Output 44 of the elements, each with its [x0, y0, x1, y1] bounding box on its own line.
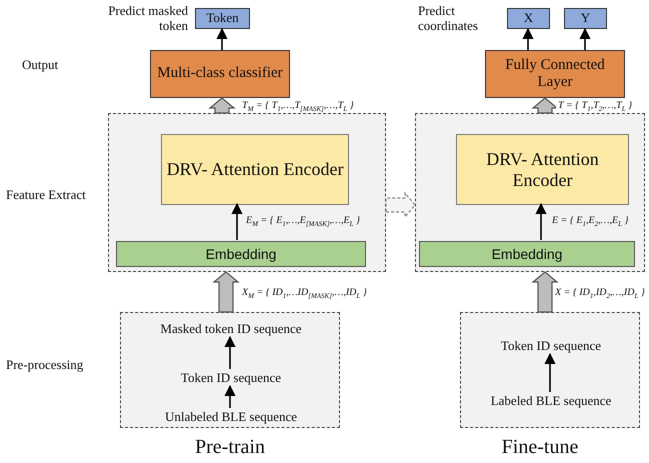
output-box: Y	[564, 8, 607, 29]
row-label: Output	[22, 58, 60, 73]
block-arrow	[212, 271, 240, 313]
embedding-box: Embedding	[116, 241, 366, 267]
caption-text: Predict coordinates	[418, 4, 479, 34]
stage-panel	[460, 312, 640, 428]
stage-title: Fine-tune	[500, 436, 580, 459]
stage-panel	[108, 113, 386, 272]
stage-panel	[415, 113, 645, 272]
row-label: Pre-processing	[6, 358, 84, 373]
sequence-text: Token ID sequence	[493, 338, 609, 355]
edge-label: E = { E$_{1}$,E$_{2}$,…,E$_{L}$ }	[550, 215, 630, 228]
embedding-box: Embedding	[419, 241, 635, 267]
arrow	[216, 28, 228, 50]
stage-title: Pre-train	[194, 436, 266, 459]
arrow	[535, 202, 547, 240]
sequence-text: Labeled BLE sequence	[479, 393, 623, 410]
arrow	[231, 202, 243, 240]
sequence-text: Masked token ID sequence	[149, 321, 313, 338]
arrow	[224, 384, 236, 408]
sequence-text: Unlabeled BLE sequence	[151, 409, 311, 426]
classifier-box: Multi-class classifier	[150, 50, 290, 98]
classifier-box: Fully Connected Layer	[485, 50, 625, 98]
edge-label: X = { ID$_{1}$,ID$_{2}$,…,ID$_{L}$ }	[553, 287, 647, 300]
edge-label: X$_{M}$ = { ID$_{1}$,…ID$_{[MASK]}$,…,ID$_{L}$ }	[240, 287, 369, 300]
arrow	[579, 28, 591, 50]
block-arrow	[208, 97, 236, 114]
row-label: Feature Extract	[6, 188, 87, 203]
edge-label: E$_{M}$ = { E$_{1}$,…,E$_{[MASK]}$,…,E$_{L}$ }	[244, 215, 362, 228]
caption-text: Predict masked token	[108, 4, 188, 34]
arrow	[224, 336, 236, 369]
edge-label: T$_{M}$ = { T$_{1}$,…,T$_{[MASK]}$,…,T$_{L}$ }	[240, 100, 356, 113]
arrow	[544, 352, 556, 392]
block-arrow	[385, 191, 416, 219]
block-arrow	[531, 97, 559, 114]
encoder-box: DRV- Attention Encoder	[456, 134, 629, 205]
encoder-box: DRV- Attention Encoder	[161, 134, 349, 205]
sequence-text: Token ID sequence	[173, 370, 289, 387]
block-arrow	[531, 271, 559, 313]
output-box: Token	[195, 8, 250, 29]
stage-panel	[120, 312, 340, 428]
output-box: X	[507, 8, 550, 29]
edge-label: T = { T$_{1}$,T$_{2}$,…,T$_{L}$ }	[556, 100, 634, 113]
arrow	[522, 28, 534, 50]
